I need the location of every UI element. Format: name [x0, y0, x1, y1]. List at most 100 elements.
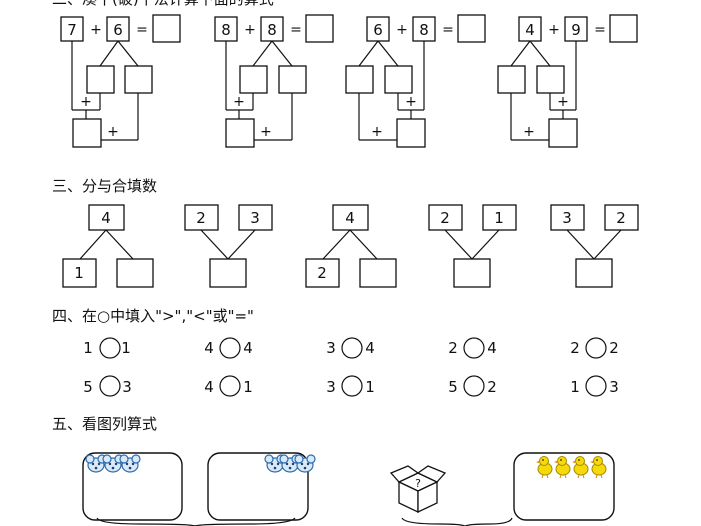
left-number: 3	[326, 378, 336, 396]
plus-sign: +	[396, 22, 408, 38]
compare-item: 2 2	[570, 337, 619, 359]
split-box[interactable]	[384, 65, 413, 94]
right-number: 4	[243, 339, 253, 357]
result-box[interactable]	[548, 118, 578, 148]
compare-circle[interactable]	[585, 337, 607, 359]
compare-circle[interactable]	[99, 375, 121, 397]
split-box[interactable]	[536, 65, 565, 94]
addend-a: 6	[373, 21, 383, 39]
blank-box[interactable]	[453, 258, 491, 288]
compare-row-2: 5 3 4 1 3 1 5 2 1 3	[83, 375, 619, 397]
tree-top-left-number: 2	[196, 209, 206, 227]
plus-sign: +	[80, 94, 92, 110]
section2-heading: 二、凑十(破)十法计算下面的算式	[52, 0, 274, 8]
plus-sign: +	[233, 94, 245, 110]
question-mark: ?	[415, 477, 421, 490]
plus-sign: +	[371, 124, 383, 140]
plus-sign: +	[523, 124, 535, 140]
split-box[interactable]	[497, 65, 526, 94]
compare-item: 2 4	[448, 337, 497, 359]
right-number: 1	[365, 378, 375, 396]
result-box[interactable]	[225, 118, 255, 148]
split-box[interactable]	[239, 65, 268, 94]
answer-box[interactable]	[609, 14, 638, 43]
answer-box[interactable]	[305, 14, 334, 43]
addend-b: 8	[267, 21, 277, 39]
tree-top-right-number: 1	[494, 209, 504, 227]
right-number: 2	[487, 378, 497, 396]
compare-circle[interactable]	[463, 375, 485, 397]
addend-b: 6	[113, 21, 123, 39]
compare-circle[interactable]	[585, 375, 607, 397]
answer-box[interactable]	[457, 14, 486, 43]
compare-circle[interactable]	[341, 375, 363, 397]
right-number: 4	[487, 339, 497, 357]
tree-left-number: 2	[317, 264, 327, 282]
blank-box[interactable]	[575, 258, 613, 288]
split-tree-2: 2 3	[184, 204, 273, 288]
split-box[interactable]	[345, 65, 374, 94]
section4-heading: 四、在○中填入">","<"或"="	[52, 307, 254, 325]
right-number: 4	[365, 339, 375, 357]
left-number: 5	[83, 378, 93, 396]
tree-left-number: 1	[74, 264, 84, 282]
right-number: 2	[609, 339, 619, 357]
tree-top-right-number: 3	[250, 209, 260, 227]
compare-circle[interactable]	[463, 337, 485, 359]
addend-a: 7	[67, 21, 77, 39]
split-tree-4: 2 1	[428, 204, 517, 288]
compare-item: 3 1	[326, 375, 375, 397]
left-number: 5	[448, 378, 458, 396]
equals-sign: =	[136, 22, 148, 38]
plus-sign: +	[548, 22, 560, 38]
compare-circle[interactable]	[219, 375, 241, 397]
compare-circle[interactable]	[99, 337, 121, 359]
right-number: 3	[609, 378, 619, 396]
left-number: 4	[204, 339, 214, 357]
picture-box-2	[207, 452, 316, 521]
equals-sign: =	[442, 22, 454, 38]
tree-top-number: 4	[101, 209, 111, 227]
blank-box[interactable]	[116, 258, 154, 288]
left-number: 2	[448, 339, 458, 357]
compare-row-1: 1 1 4 4 3 4 2 4 2 2	[83, 337, 619, 359]
result-box[interactable]	[72, 118, 102, 148]
picture-box-4	[513, 452, 615, 521]
equals-sign: =	[594, 22, 606, 38]
problem-3: 6 + 8 = + +	[345, 14, 486, 148]
compare-item: 4 4	[204, 337, 253, 359]
picture-box-1	[82, 452, 183, 521]
blank-box[interactable]	[359, 258, 397, 288]
split-box[interactable]	[124, 65, 153, 94]
tree-top-number: 4	[345, 209, 355, 227]
split-tree-1: 4 1	[62, 204, 154, 288]
blank-box[interactable]	[209, 258, 247, 288]
answer-box[interactable]	[152, 14, 181, 43]
addend-b: 8	[419, 21, 429, 39]
split-box[interactable]	[278, 65, 307, 94]
split-tree-5: 3 2	[550, 204, 639, 288]
question-box-icon: ?	[389, 465, 447, 514]
problem-1: 7 + 6 = + +	[60, 14, 181, 148]
right-number: 1	[243, 378, 253, 396]
tree-top-left-number: 2	[440, 209, 450, 227]
result-box[interactable]	[396, 118, 426, 148]
compare-item: 4 1	[204, 375, 253, 397]
left-number: 2	[570, 339, 580, 357]
brace-icon	[401, 517, 513, 526]
compare-circle[interactable]	[341, 337, 363, 359]
tree-top-right-number: 2	[616, 209, 626, 227]
compare-circle[interactable]	[219, 337, 241, 359]
left-number: 4	[204, 378, 214, 396]
section5-heading: 五、看图列算式	[52, 415, 157, 433]
problem-4: 4 + 9 = + +	[497, 14, 638, 148]
compare-item: 1 1	[83, 337, 131, 359]
left-number: 1	[83, 339, 93, 357]
problem-2: 8 + 8 = + +	[214, 14, 334, 148]
plus-sign: +	[90, 22, 102, 38]
plus-sign: +	[107, 124, 119, 140]
compare-item: 5 2	[448, 375, 497, 397]
addend-a: 4	[525, 21, 535, 39]
split-box[interactable]	[86, 65, 115, 94]
right-number: 1	[121, 339, 131, 357]
